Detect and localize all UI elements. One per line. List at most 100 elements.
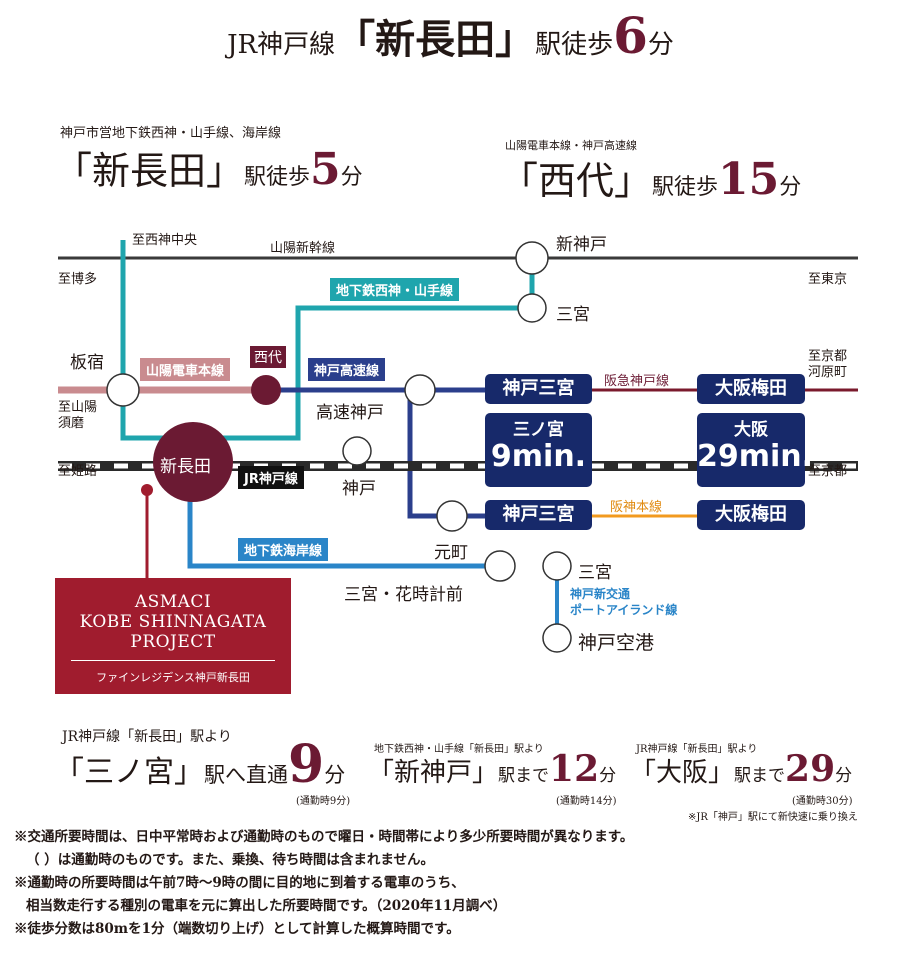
sannomiya-time-label: 三ノ宮 <box>513 420 564 440</box>
dir-hakata: 至博多 <box>58 272 98 287</box>
footnote-4: 相当数走行する種別の電車を元に算出した所要時間です。（2020年11月調べ） <box>26 898 507 914</box>
sanyo-station: 「西代」 <box>500 159 653 203</box>
label-sannomiya-subway: 三宮 <box>556 305 590 325</box>
sanyo-minutes: 15 <box>718 154 780 205</box>
station-nishidai <box>251 375 281 405</box>
access-3: 「大阪」駅まで29分 <box>630 748 852 790</box>
label-hanshin: 阪神本線 <box>610 500 663 515</box>
footnotes: ※交通所要時間は、日中平常時および通勤時のもので曜日・時間帯により多少所要時間が… <box>14 826 633 941</box>
station-kosoku-kobe <box>404 374 436 406</box>
box-hankyu-umeda: 大阪梅田 <box>697 374 805 404</box>
label-shin-nagata: 新長田 <box>160 457 211 477</box>
label-subway-seishin: 地下鉄西神・山手線 <box>330 278 460 301</box>
subway-seishin-line <box>120 240 532 441</box>
label-shin-kobe: 新神戸 <box>556 235 607 255</box>
project-name: ASMACI KOBE SHINNAGATA PROJECT <box>79 592 267 652</box>
dir-nishishin-chuo: 至西神中央 <box>132 233 198 248</box>
project-card: ASMACI KOBE SHINNAGATA PROJECT ファインレジデンス… <box>55 578 291 694</box>
access-3-minutes: 29 <box>785 748 836 790</box>
box-sannomiya-time: 三ノ宮 9min. <box>485 413 592 487</box>
osaka-time-value: 29min. <box>697 438 814 474</box>
access-1: 「三ノ宮」駅へ直通9分 <box>54 734 345 795</box>
access-1-minutes: 9 <box>288 734 325 795</box>
sanyo-walk: 駅徒歩 <box>652 175 719 200</box>
dir-kyoto-kawaramachi: 至京都 河原町 <box>808 349 848 380</box>
label-sanyo-shinkansen: 山陽新幹線 <box>270 241 336 256</box>
headline-station: 「新長田」 <box>335 16 536 63</box>
dir-himeji: 至姫路 <box>58 464 98 479</box>
dir-kyoto: 至京都 <box>808 464 848 479</box>
box-osaka-time: 大阪 29min. <box>697 413 814 487</box>
label-itayado: 板宿 <box>70 353 104 373</box>
label-hankyu: 阪急神戸線 <box>604 374 670 389</box>
transfer-note: ※JR「神戸」駅にて新快速に乗り換え <box>688 812 858 823</box>
subway-walk: 駅徒歩 <box>244 165 311 190</box>
access-3-verb: 駅まで <box>734 766 786 786</box>
label-motomachi: 元町 <box>434 543 468 563</box>
label-sanyo-main: 山陽電車本線 <box>140 358 231 381</box>
access-2-note: (通勤時14分) <box>556 796 617 807</box>
label-kobe-kosoku: 神戸高速線 <box>308 358 386 381</box>
footnote-5: ※徒歩分数は80mを1分（端数切り上げ）として計算した概算時間です。 <box>14 921 460 937</box>
station-sannomiya-subway <box>517 293 547 323</box>
label-kobe-airport: 神戸空港 <box>578 632 655 654</box>
subway-minutes: 5 <box>310 144 341 195</box>
access-2-from: 地下鉄西神・山手線「新長田」駅より <box>374 744 544 755</box>
project-subname: ファインレジデンス神戸新長田 <box>71 660 275 685</box>
station-sannomiya-portliner <box>542 551 572 581</box>
label-nishidai: 西代 <box>250 346 286 368</box>
access-2-minutes: 12 <box>549 748 600 790</box>
station-motomachi <box>436 500 468 532</box>
kosoku-to-motomachi <box>407 390 452 519</box>
footnote-2: （ ）は通勤時のものです。また、乗換、待ち時間は含まれません。 <box>26 852 434 868</box>
box-hankyu-sannomiya: 神戸三宮 <box>485 374 592 404</box>
headline-prefix: JR神戸線 <box>227 30 336 60</box>
access-1-dest: 「三ノ宮」 <box>54 755 204 790</box>
sanyo-unit: 分 <box>779 175 802 200</box>
subway-walk-time: 「新長田」駅徒歩5分 <box>54 140 363 195</box>
box-hanshin-umeda: 大阪梅田 <box>697 500 805 530</box>
station-sannomiya-hanadokei <box>484 550 516 582</box>
subway-lines-caption: 神戸市営地下鉄西神・山手線、海岸線 <box>60 126 282 141</box>
access-1-verb: 駅へ直通 <box>204 763 288 787</box>
access-1-from: JR神戸線「新長田」駅より <box>62 729 232 745</box>
headline-unit: 分 <box>647 30 674 60</box>
station-shin-kobe <box>515 241 549 275</box>
footnote-1: ※交通所要時間は、日中平常時および通勤時のもので曜日・時間帯により多少所要時間が… <box>14 829 634 845</box>
headline-walk: 駅徒歩 <box>535 30 614 60</box>
dir-tokyo: 至東京 <box>808 272 848 287</box>
box-hanshin-sannomiya: 神戸三宮 <box>485 500 592 530</box>
access-2-dest: 「新神戸」 <box>368 758 499 788</box>
label-jr-kobe: JR神戸線 <box>238 466 304 489</box>
access-3-dest: 「大阪」 <box>630 758 735 788</box>
subway-station: 「新長田」 <box>54 149 245 193</box>
label-kobe: 神戸 <box>342 479 376 499</box>
station-kobe <box>342 436 372 466</box>
access-1-note: (通勤時9分) <box>296 796 351 807</box>
access-2: 「新神戸」駅まで12分 <box>368 748 616 790</box>
access-2-unit: 分 <box>599 766 617 786</box>
station-kobe-airport <box>542 623 572 653</box>
dir-sanyo-suma: 至山陽 須磨 <box>58 400 98 431</box>
label-sannomiya-portliner: 三宮 <box>578 563 612 583</box>
label-subway-kaigan: 地下鉄海岸線 <box>238 538 329 561</box>
label-port-liner: 神戸新交通 ポートアイランド線 <box>570 587 678 617</box>
footnote-3: ※通勤時の所要時間は午前7時～9時の間に目的地に到着する電車のうち、 <box>14 875 465 891</box>
label-kosoku-kobe: 高速神戸 <box>316 403 384 423</box>
access-1-unit: 分 <box>324 763 346 787</box>
osaka-time-label: 大阪 <box>734 420 768 440</box>
access-2-verb: 駅まで <box>498 766 550 786</box>
access-3-unit: 分 <box>835 766 853 786</box>
station-shin-nagata <box>153 422 233 502</box>
headline: JR神戸線「新長田」駅徒歩6分 <box>0 6 901 65</box>
pin-head <box>141 484 153 496</box>
sannomiya-time-value: 9min. <box>490 438 587 474</box>
headline-minutes: 6 <box>613 6 648 65</box>
access-3-from: JR神戸線「新長田」駅より <box>636 744 758 755</box>
access-3-note: (通勤時30分) <box>792 796 853 807</box>
station-itayado <box>106 373 140 407</box>
label-sannomiya-hanadokei: 三宮・花時計前 <box>344 585 463 605</box>
subway-unit: 分 <box>340 165 363 190</box>
sanyo-lines-caption: 山陽電車本線・神戸高速線 <box>505 139 637 152</box>
